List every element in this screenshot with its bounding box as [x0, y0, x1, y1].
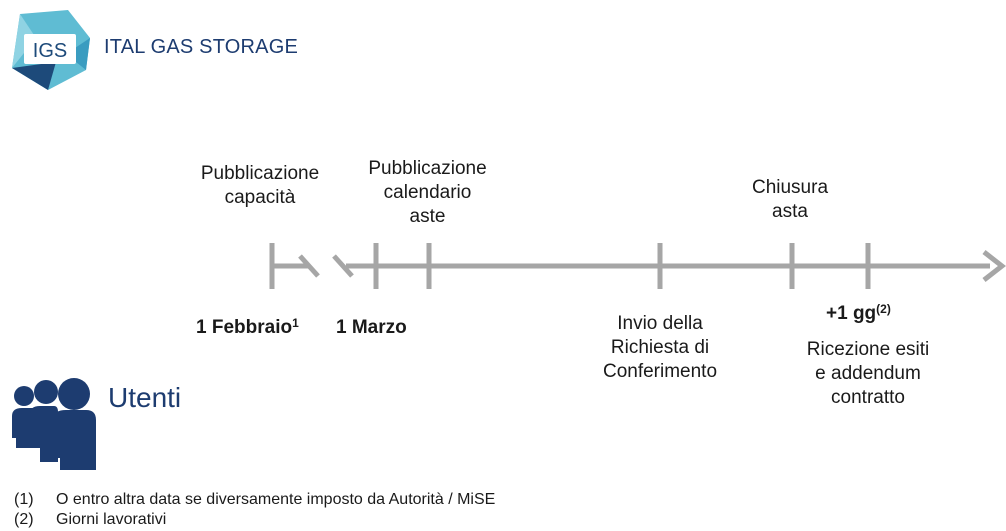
igs-logo: IGS [12, 10, 90, 90]
event-publication-capacity: Pubblicazione capacità [200, 163, 320, 208]
footnote-2: (2)Giorni lavorativi [14, 511, 167, 528]
users-icon [12, 378, 96, 470]
axis-break-mark [332, 254, 354, 278]
event-confirmation-request: Invio della Richiesta di Conferimento [602, 313, 718, 382]
axis-break-mark [298, 254, 320, 278]
event-closing: Chiusura asta [751, 177, 829, 222]
date-february: 1 Febbraio1 [196, 316, 299, 338]
event-results: Ricezione esiti e addendum contratto [806, 339, 930, 408]
event-publication-calendar: Pubblicazione calendario aste [368, 158, 487, 227]
footnote-1: (1)O entro altra data se diversamente im… [14, 491, 496, 508]
brand-name: ITAL GAS STORAGE [104, 36, 298, 58]
logo-text: IGS [33, 40, 67, 62]
date-plus-one: +1 gg(2) [826, 302, 891, 324]
date-march: 1 Marzo [336, 317, 407, 338]
users-label: Utenti [108, 382, 182, 413]
axis-arrow-head [982, 250, 1006, 282]
